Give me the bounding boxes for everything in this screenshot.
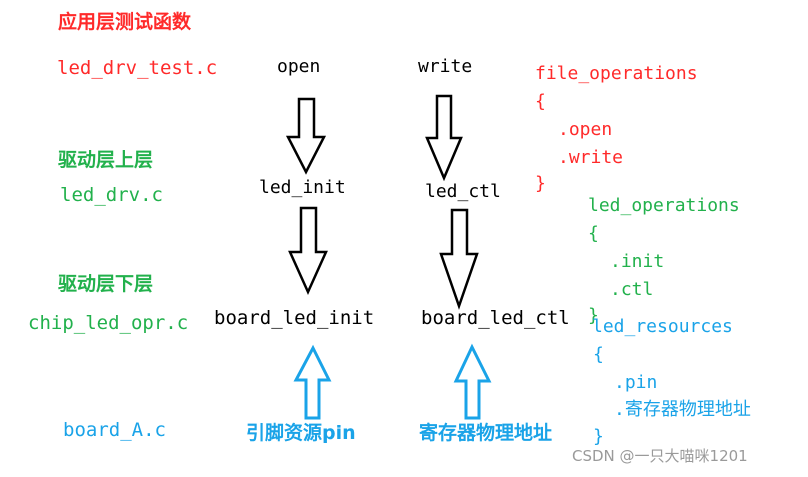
file-operations-name: file_operations bbox=[535, 63, 698, 84]
up-arrow-pin bbox=[293, 344, 332, 420]
file-operations-member-open: .open bbox=[558, 119, 613, 140]
led-resources-member-pin: .pin bbox=[614, 372, 658, 393]
led-operations-member-ctl: .ctl bbox=[610, 279, 654, 300]
board-file: board_A.c bbox=[63, 419, 166, 441]
pin-resource-label: 引脚资源pin bbox=[246, 422, 356, 444]
upper-driver-layer-file: led_drv.c bbox=[60, 184, 163, 206]
file-operations-open-brace: { bbox=[535, 91, 546, 112]
led-resources-close-brace: } bbox=[593, 426, 604, 447]
led-resources-open-brace: { bbox=[593, 344, 604, 365]
led-operations-member-init: .init bbox=[610, 251, 665, 272]
file-operations-member-write: .write bbox=[558, 147, 624, 168]
led-operations-name: led_operations bbox=[588, 195, 740, 216]
csdn-watermark: CSDN @一只大喵咪1201 bbox=[572, 447, 748, 465]
func-led-ctl: led_ctl bbox=[425, 181, 501, 202]
upper-driver-layer-title: 驱动层上层 bbox=[58, 149, 154, 171]
func-write: write bbox=[418, 56, 473, 77]
func-open: open bbox=[277, 56, 321, 77]
func-led-init: led_init bbox=[259, 177, 346, 198]
app-layer-title: 应用层测试函数 bbox=[58, 11, 192, 33]
led-operations-close-brace: } bbox=[588, 305, 599, 326]
led-resources-name: led_resources bbox=[592, 316, 733, 337]
app-layer-file: led_drv_test.c bbox=[57, 57, 218, 79]
lower-driver-layer-title: 驱动层下层 bbox=[58, 273, 154, 295]
register-address-label: 寄存器物理地址 bbox=[419, 422, 553, 444]
file-operations-close-brace: } bbox=[535, 173, 546, 194]
led-operations-open-brace: { bbox=[588, 223, 599, 244]
down-arrow-led-ctl bbox=[439, 208, 479, 310]
down-arrow-led-init bbox=[288, 206, 328, 296]
down-arrow-open bbox=[285, 97, 327, 175]
led-resources-member-register: .寄存器物理地址 bbox=[614, 399, 751, 420]
func-board-led-ctl: board_led_ctl bbox=[421, 307, 570, 329]
func-board-led-init: board_led_init bbox=[214, 307, 375, 329]
up-arrow-register bbox=[453, 343, 492, 420]
lower-driver-layer-file: chip_led_opr.c bbox=[28, 312, 189, 334]
down-arrow-write bbox=[425, 94, 463, 182]
